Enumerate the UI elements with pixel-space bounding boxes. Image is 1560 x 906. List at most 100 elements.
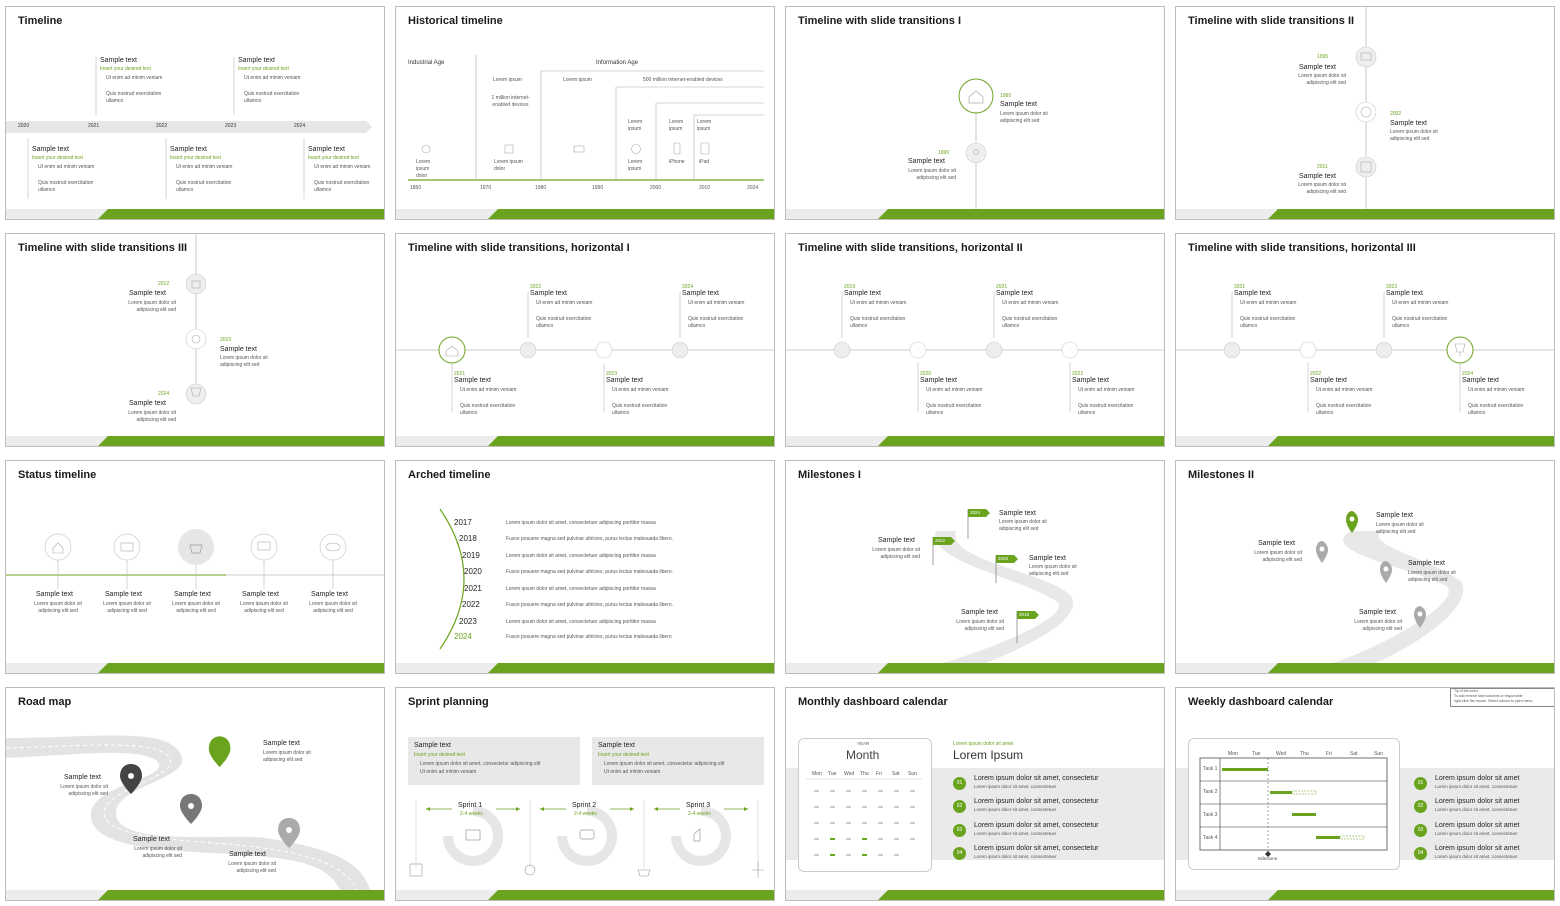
slide-status-timeline[interactable]: Status timeline Sample text Lorem ipsum …: [5, 460, 385, 674]
sample-heading: Sample text: [1462, 377, 1499, 384]
slide-arched-timeline[interactable]: Arched timeline 2017 Lorem ipsum dolor s…: [395, 460, 775, 674]
arched-text: Fusce posuere magna sed pulvinar ultrici…: [506, 536, 674, 542]
weekday-label: Sat: [892, 771, 900, 777]
arched-year: 2020: [464, 567, 482, 576]
event-label: Lorem ipsum: [669, 119, 684, 132]
sample-bullet: Ut enim ad minim veniam: [1392, 300, 1449, 306]
sample-heading: Sample text: [1376, 512, 1413, 519]
sample-bullet: Quis nostrud exercitation ullamco: [1240, 316, 1296, 329]
slide-title: Timeline with slide transitions II: [1188, 15, 1355, 27]
sample-bullet: Quis nostrud exercitation ullamco: [536, 316, 592, 329]
sample-lorem: Lorem ipsum dolor sit adipiscing elit se…: [1376, 522, 1424, 535]
sample-heading: Sample text: [878, 537, 915, 544]
sample-lorem: Lorem ipsum dolor sit adipiscing elit se…: [309, 601, 357, 614]
sample-lorem: Lorem ipsum dolor sit adipiscing elit se…: [1029, 564, 1077, 577]
year-label: 2024: [158, 391, 170, 397]
item-title: Lorem ipsum dolor sit amet: [1435, 822, 1520, 829]
slide-horizontal-1[interactable]: Timeline with slide transitions, horizon…: [395, 233, 775, 447]
sample-bullet: Quis nostrud exercitation ullamco: [612, 403, 668, 416]
sample-bullet: Quis nostrud exercitation ullamco: [314, 180, 370, 193]
sample-sub: Insert your desired text: [238, 66, 289, 72]
year-label: 2024: [1462, 371, 1474, 377]
weekday-label: Wed: [844, 771, 855, 777]
year-label: 2022: [530, 284, 542, 290]
slide-footer: [786, 436, 1164, 446]
sample-bullet: Ut enim ad minim veniam: [314, 164, 371, 170]
slide-monthly-dashboard[interactable]: Monthly dashboard calendar YEAR Month Mo…: [785, 687, 1165, 901]
year-label: 2022: [1310, 371, 1322, 377]
horizontal-timeline-graphic: [396, 292, 774, 412]
year-label: 2022: [156, 123, 168, 129]
sample-lorem: Lorem ipsum dolor sit adipiscing elit se…: [956, 619, 1004, 632]
slide-timeline-transitions-1[interactable]: Timeline with slide transitions I 1980 S…: [785, 6, 1165, 220]
slide-title: Milestones I: [798, 469, 861, 481]
sample-heading: Sample text: [844, 290, 881, 297]
tooltip-line: Tip of the menu: [1454, 689, 1479, 693]
slide-horizontal-2[interactable]: Timeline with slide transitions, horizon…: [785, 233, 1165, 447]
sample-heading: Sample text: [530, 290, 567, 297]
sample-bullet: Quis nostrud exercitation ullamco: [106, 91, 162, 104]
item-sub: Lorem ipsum dolor sit amet, consectetuer: [1435, 831, 1518, 836]
sample-lorem: Lorem ipsum dolor sit adipiscing elit se…: [1408, 570, 1456, 583]
slide-weekly-dashboard[interactable]: Weekly dashboard calendar Tip of the men…: [1175, 687, 1555, 901]
slide-timeline[interactable]: Timeline 2020 2021 2022 2023 2024 Sample…: [5, 6, 385, 220]
weekday-label: Fri: [1326, 751, 1332, 757]
slide-timeline-transitions-2[interactable]: Timeline with slide transitions II 1995 …: [1175, 6, 1555, 220]
year-label: 2002: [1390, 111, 1402, 117]
sample-heading: Sample text: [100, 57, 137, 64]
sample-heading: Sample text: [996, 290, 1033, 297]
slide-footer: [396, 209, 774, 219]
item-sub: Lorem ipsum dolor sit amet, consectetuer: [974, 831, 1057, 836]
slide-timeline-transitions-3[interactable]: Timeline with slide transitions III 2012…: [5, 233, 385, 447]
event-label: Lorem ipsum: [628, 119, 643, 132]
slide-road-map[interactable]: Road map Sample text Lorem ipsum dolor s…: [5, 687, 385, 901]
sample-heading: Sample text: [229, 851, 266, 858]
sample-heading: Sample text: [1390, 120, 1427, 127]
sample-heading: Sample text: [961, 609, 998, 616]
slide-horizontal-3[interactable]: Timeline with slide transitions, horizon…: [1175, 233, 1555, 447]
sample-bullet: Quis nostrud exercitation ullamco: [1316, 403, 1372, 416]
calendar-year: YEAR: [857, 741, 870, 746]
slide-milestones-2[interactable]: Milestones II Sample text Lorem ipsum do…: [1175, 460, 1555, 674]
sample-lorem: Lorem ipsum dolor sit adipiscing elit se…: [1254, 550, 1302, 563]
sample-lorem: Lorem ipsum dolor sit adipiscing elit se…: [103, 601, 151, 614]
year-label: 1980: [1000, 93, 1012, 99]
sample-heading: Sample text: [263, 740, 300, 747]
weekday-label: Mon: [812, 771, 822, 777]
event-label: iPad: [699, 159, 710, 165]
slide-title: Timeline with slide transitions I: [798, 15, 961, 27]
item-number: 02: [953, 800, 966, 813]
weekday-label: Fri: [876, 771, 882, 777]
slide-sprint-planning[interactable]: Sprint planning Sample text Insert your …: [395, 687, 775, 901]
slide-footer: [1176, 890, 1554, 900]
timeline-graphic: [6, 57, 372, 199]
age-label: Information Age: [596, 60, 639, 66]
year-label: 2010: [699, 185, 711, 191]
sprint-name: Sprint 1: [458, 802, 483, 809]
sample-heading: Sample text: [238, 57, 275, 64]
slide-footer: [786, 890, 1164, 900]
year-label: 2021: [88, 123, 100, 129]
horizontal-timeline-graphic: [1176, 292, 1554, 412]
arched-text: Fusce posuere magna sed pulvinar ultrici…: [506, 634, 672, 640]
item-title: Lorem ipsum dolor sit amet: [1435, 845, 1520, 852]
slide-title: Historical timeline: [408, 15, 503, 27]
card-bullet: Ut enim ad minim veniam: [420, 769, 477, 775]
slide-historical-timeline[interactable]: Historical timeline Industrial Age Infor…: [395, 6, 775, 220]
task-label: Task 1: [1203, 766, 1218, 772]
arched-text: Lorem ipsum dolor sit amet, consectetuer…: [506, 553, 656, 559]
sample-bullet: Ut enim ad minim veniam: [1316, 387, 1373, 393]
sample-lorem: Lorem ipsum dolor sit adipiscing elit se…: [134, 846, 182, 859]
tooltip-box: [1450, 688, 1554, 707]
year-label: 2020: [18, 123, 30, 129]
sample-bullet: Ut enim ad minim veniam: [244, 75, 301, 81]
item-number: 03: [1414, 824, 1427, 837]
item-title: Lorem ipsum dolor sit amet: [1435, 798, 1520, 805]
slide-title: Milestones II: [1188, 469, 1255, 481]
slide-milestones-1[interactable]: Milestones I 2024 2022 2020 2018 Sample …: [785, 460, 1165, 674]
sample-heading: Sample text: [999, 510, 1036, 517]
sample-lorem: Lorem ipsum dolor sit adipiscing elit se…: [1298, 73, 1346, 86]
sample-lorem: Lorem ipsum dolor sit adipiscing elit se…: [128, 410, 176, 423]
sample-bullet: Quis nostrud exercitation ullamco: [460, 403, 516, 416]
sample-bullet: Ut enim ad minim veniam: [1002, 300, 1059, 306]
